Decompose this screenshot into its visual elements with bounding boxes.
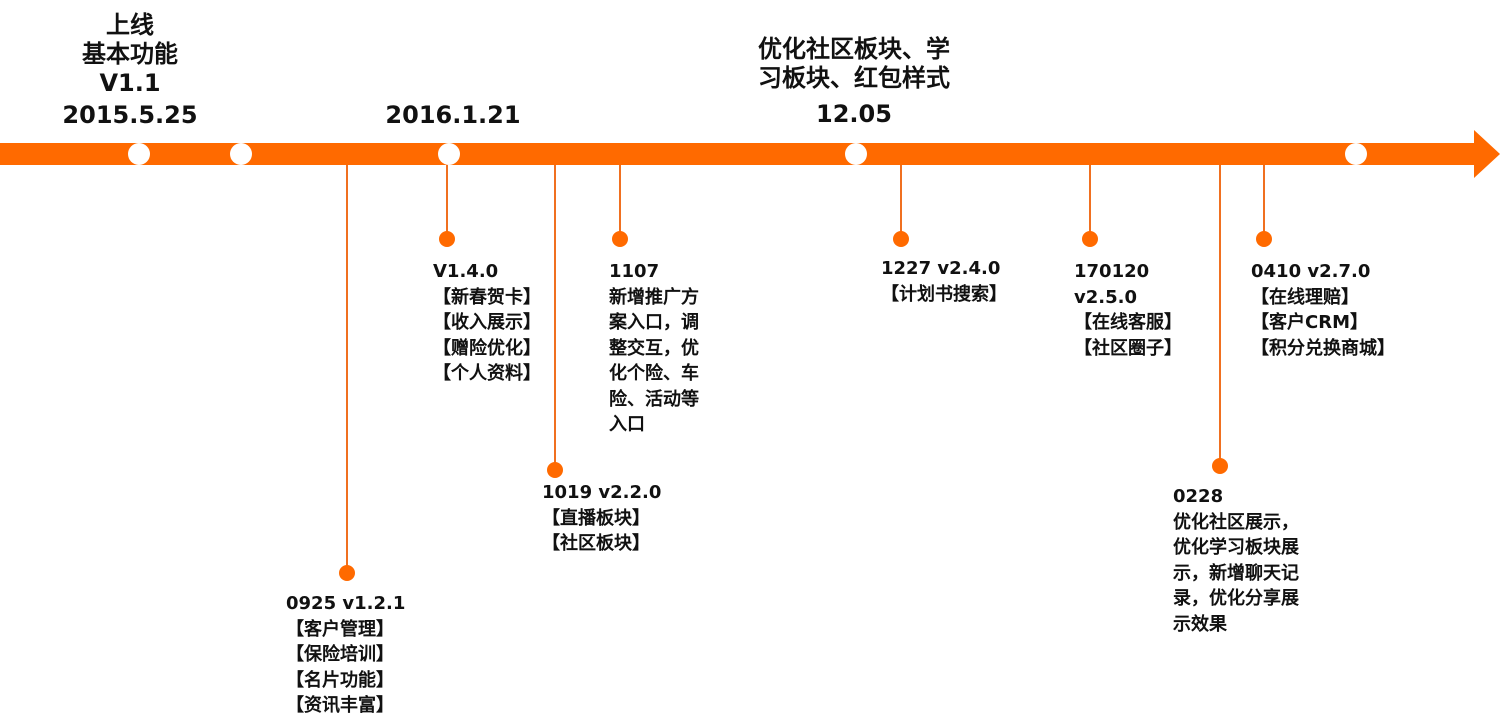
note-line: 险、活动等	[609, 388, 699, 410]
note-line: 【直播板块】	[542, 507, 650, 529]
stem-1019	[554, 165, 556, 469]
note-line: v2.5.0	[1074, 286, 1137, 308]
dot-0925	[339, 565, 355, 581]
note-line: 【在线理赔】	[1251, 286, 1359, 308]
milestone-line: 习板块、红包样式	[758, 64, 950, 92]
note-title: 1019 v2.2.0	[542, 482, 662, 503]
note-title: V1.4.0	[433, 261, 499, 282]
stem-0410	[1263, 165, 1265, 238]
timeline-node-community	[845, 143, 867, 165]
note-title: 170120	[1074, 261, 1150, 282]
dot-v140	[439, 231, 455, 247]
stem-0925	[346, 165, 348, 572]
note-line: 【资讯丰富】	[286, 695, 394, 716]
note-1107: 1107 新增推广方 案入口，调 整交互，优 化个险、车 险、活动等 入口	[609, 259, 699, 438]
note-0228: 0228 优化社区展示， 优化学习板块展 示，新增聊天记 录，优化分享展 示效果	[1173, 484, 1299, 637]
milestone-line: 基本功能	[81, 40, 178, 68]
arrow-head-icon	[1474, 130, 1500, 178]
note-line: 优化社区展示，	[1173, 511, 1299, 533]
note-line: 【积分兑换商城】	[1251, 337, 1395, 359]
milestone-line: V1.1	[99, 69, 161, 97]
timeline-axis	[0, 143, 1476, 165]
note-line: 【客户CRM】	[1251, 312, 1368, 333]
note-title: 1227 v2.4.0	[881, 258, 1001, 279]
note-line: 优化学习板块展	[1173, 537, 1299, 558]
note-title: 0410 v2.7.0	[1251, 261, 1371, 282]
milestone-date: 2016.1.21	[385, 101, 521, 129]
note-line: 【社区板块】	[542, 533, 650, 554]
note-line: 示效果	[1173, 613, 1227, 635]
timeline-node-launch	[128, 143, 150, 165]
note-170120: 170120 v2.5.0 【在线客服】 【社区圈子】	[1074, 259, 1182, 361]
note-0925: 0925 v1.2.1 【客户管理】 【保险培训】 【名片功能】 【资讯丰富】	[286, 591, 405, 719]
note-v140: V1.4.0 【新春贺卡】 【收入展示】 【赠险优化】 【个人资料】	[433, 259, 541, 387]
milestone-line: 优化社区板块、学	[758, 35, 950, 63]
note-title: 0228	[1173, 486, 1224, 507]
note-line: 【计划书搜索】	[881, 283, 1007, 305]
note-line: 【客户管理】	[286, 618, 394, 640]
note-line: 案入口，调	[609, 312, 699, 333]
milestone-line: 上线	[105, 11, 154, 39]
dot-1227	[893, 231, 909, 247]
note-line: 【社区圈子】	[1074, 337, 1182, 359]
note-line: 【收入展示】	[433, 312, 541, 333]
note-1019: 1019 v2.2.0 【直播板块】 【社区板块】	[542, 480, 661, 557]
dot-1019	[547, 462, 563, 478]
note-line: 【个人资料】	[433, 363, 541, 384]
note-line: 整交互，优	[609, 337, 699, 359]
stem-1227	[900, 165, 902, 238]
stem-v140	[446, 165, 448, 238]
note-line: 化个险、车	[609, 363, 699, 384]
stem-170120	[1089, 165, 1091, 238]
note-title: 1107	[609, 261, 660, 282]
dot-1107	[612, 231, 628, 247]
note-1227: 1227 v2.4.0 【计划书搜索】	[881, 256, 1007, 307]
note-line: 【保险培训】	[286, 644, 394, 665]
dot-170120	[1082, 231, 1098, 247]
stem-1107	[619, 165, 621, 238]
dot-0228	[1212, 458, 1228, 474]
note-line: 录，优化分享展	[1173, 588, 1299, 609]
timeline-node-end	[1345, 143, 1367, 165]
note-line: 【在线客服】	[1074, 312, 1182, 333]
note-line: 示，新增聊天记	[1173, 562, 1299, 584]
timeline-node	[230, 143, 252, 165]
milestone-launch-label: 上线 基本功能 V1.1 2015.5.25	[62, 11, 197, 130]
milestone-date: 2015.5.25	[62, 101, 198, 129]
dot-0410	[1256, 231, 1272, 247]
note-title: 0925 v1.2.1	[286, 593, 406, 614]
milestone-date: 12.05	[816, 100, 892, 128]
note-line: 【新春贺卡】	[433, 286, 541, 308]
note-line: 【赠险优化】	[433, 337, 541, 359]
stem-0228	[1219, 165, 1221, 465]
note-line: 入口	[609, 414, 645, 435]
milestone-2016-label: 2016.1.21	[385, 101, 520, 130]
note-0410: 0410 v2.7.0 【在线理赔】 【客户CRM】 【积分兑换商城】	[1251, 259, 1395, 361]
note-line: 【名片功能】	[286, 669, 394, 691]
note-line: 新增推广方	[609, 286, 699, 308]
milestone-community-label: 优化社区板块、学 习板块、红包样式 12.05	[758, 35, 950, 129]
timeline-node-2016	[438, 143, 460, 165]
